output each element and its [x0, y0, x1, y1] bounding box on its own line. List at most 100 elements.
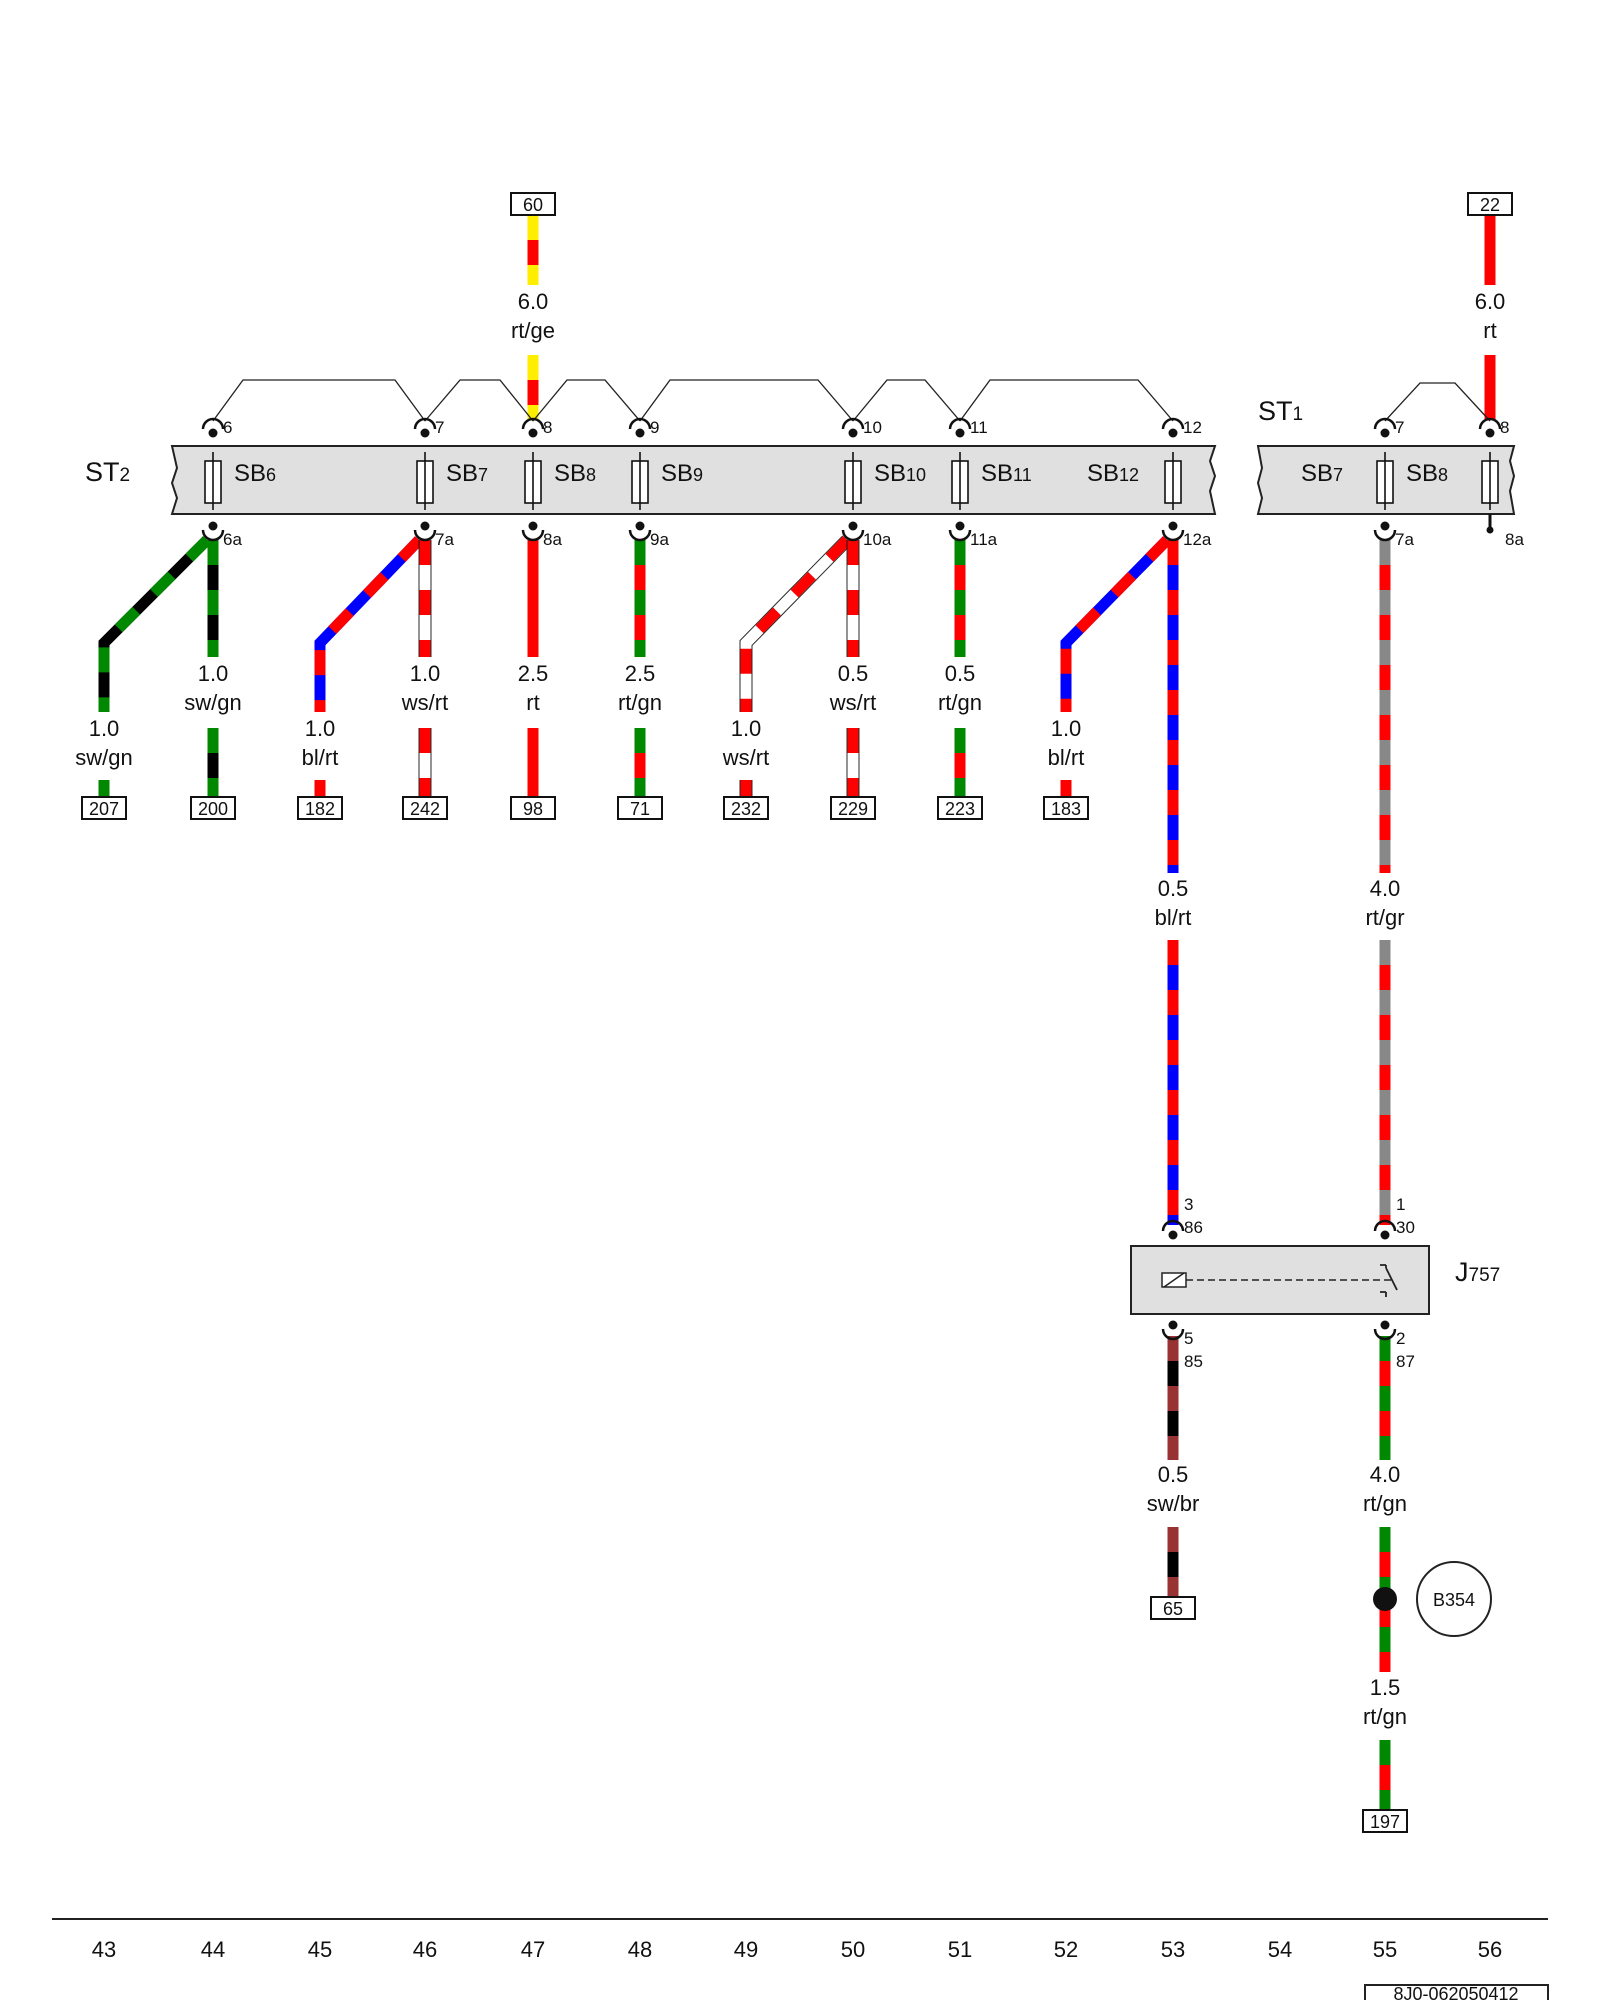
column-number-48: 48: [628, 1937, 652, 1962]
fuse-sb12-top-pin: 12: [1183, 418, 1202, 437]
ref-200-ref: 200: [198, 799, 228, 819]
fuse-sb7-top-connector-dot: [420, 428, 430, 438]
fuse-sb12-top-connector-dot: [1168, 428, 1178, 438]
wire-65-color: sw/br: [1147, 1491, 1200, 1516]
relay-pin-30-connector-dot: [1380, 1230, 1390, 1240]
fuse-sb12-bottom-pin: 12a: [1183, 530, 1212, 549]
st1-fuse-sb8-top-pin: 8: [1500, 418, 1509, 437]
relay-pin-5: 5: [1184, 1329, 1193, 1348]
fuse-sb11-top-connector-arc: [948, 417, 972, 430]
wire-229-color: ws/rt: [829, 690, 876, 715]
fuse-sb6-bottom-connector-arc: [201, 529, 225, 542]
st1-fuse-sb7-label: SB7: [1301, 460, 1343, 487]
ground-point-b354-label: B354: [1433, 1590, 1475, 1610]
fuse-sb8-bottom-connector-dot: [528, 521, 538, 531]
wire-55-size: 4.0: [1370, 876, 1401, 901]
column-number-54: 54: [1268, 1937, 1292, 1962]
fuse-sb8-label: SB8: [554, 460, 596, 487]
fuse-sb7-bottom-connector-arc: [413, 529, 437, 542]
fuse-sb6-label: SB6: [234, 460, 276, 487]
st1-fuse-sb7-top-connector-dot: [1380, 428, 1390, 438]
relay-pin-30-connector-arc: [1373, 1219, 1397, 1232]
fuse-sb7-top-pin: 7: [435, 418, 444, 437]
column-number-45: 45: [308, 1937, 332, 1962]
ref-183-ref: 183: [1051, 799, 1081, 819]
fuse-sb8-top-pin: 8: [543, 418, 552, 437]
fuse-sb9-top-pin: 9: [650, 418, 659, 437]
fuse-sb9-top-connector-arc: [628, 417, 652, 430]
fuse-sb11-top-connector-dot: [955, 428, 965, 438]
column-number-50: 50: [841, 1937, 865, 1962]
column-number-56: 56: [1478, 1937, 1502, 1962]
ref-200-box: [190, 796, 236, 820]
wire-183-color: bl/rt: [1048, 745, 1085, 770]
st1-fuse-sb8-label: SB8: [1406, 460, 1448, 487]
wire-71-size: 2.5: [625, 661, 656, 686]
wire-182-size: 1.0: [305, 716, 336, 741]
fuse-sb8-bottom-connector-arc: [521, 529, 545, 542]
relay-pin-85-connector-arc: [1161, 1328, 1185, 1341]
ref-197-ref: 197: [1370, 1812, 1400, 1832]
st2-label: ST2: [85, 457, 130, 487]
wire-242-color: ws/rt: [401, 690, 448, 715]
st1-label: ST1: [1258, 396, 1303, 426]
ref-207-box: [81, 796, 127, 820]
column-number-46: 46: [413, 1937, 437, 1962]
fuse-sb6-bottom-pin: 6a: [223, 530, 242, 549]
fuse-sb6-top-connector-arc: [201, 417, 225, 430]
fuse-sb10-bottom-pin: 10a: [863, 530, 892, 549]
doc-number: 8J0-062050412: [1393, 1984, 1518, 2000]
fuse-sb7-top-connector-arc: [413, 417, 437, 430]
wire-60-size: 6.0: [518, 289, 549, 314]
fuse-sb6-top-pin: 6: [223, 418, 232, 437]
wire-183-size: 1.0: [1051, 716, 1082, 741]
wire-87-color: rt/gn: [1363, 1491, 1407, 1516]
relay-coil-diagonal: [1163, 1272, 1185, 1288]
relay-j757-label: J757: [1455, 1257, 1500, 1287]
fuse-sb12-label: SB12: [1087, 460, 1139, 487]
wire-232-upper: [740, 536, 851, 712]
fuse-sb8-top-connector-arc: [521, 417, 545, 430]
doc-number-box: [1364, 1984, 1549, 2000]
fuse-sb7-bottom-connector-dot: [420, 521, 430, 531]
ref-71-ref: 71: [630, 799, 650, 819]
ref-183-box: [1043, 796, 1089, 820]
wire-183-upper: [1060, 536, 1171, 712]
wire-223-color: rt/gn: [938, 690, 982, 715]
ground-point-b354-ring: [1416, 1561, 1492, 1637]
wire-200-color: sw/gn: [184, 690, 241, 715]
column-number-53: 53: [1161, 1937, 1185, 1962]
st1-fuse-sb7-top-connector-arc: [1373, 417, 1397, 430]
wire-200-size: 1.0: [198, 661, 229, 686]
relay-pin-87: 87: [1396, 1352, 1415, 1371]
wire-223-size: 0.5: [945, 661, 976, 686]
relay-pin-86: 86: [1184, 1218, 1203, 1237]
fuse-sb12-top-connector-arc: [1161, 417, 1185, 430]
wire-53-color: bl/rt: [1155, 905, 1192, 930]
wire-60-color: rt/ge: [511, 318, 555, 343]
fuse-sb10-top-connector-arc: [841, 417, 865, 430]
column-number-43: 43: [92, 1937, 116, 1962]
wire-207-color: sw/gn: [75, 745, 132, 770]
st1-fuse-sb7-top-pin: 7: [1395, 418, 1404, 437]
splice-point-b354: [1373, 1587, 1397, 1611]
st1-fuse-sb7-bottom-connector-arc: [1373, 529, 1397, 542]
fuse-sb6-top-connector-dot: [208, 428, 218, 438]
wire-229-size: 0.5: [838, 661, 869, 686]
ref-182-ref: 182: [305, 799, 335, 819]
ref-98-box: [510, 796, 556, 820]
ref-223-ref: 223: [945, 799, 975, 819]
column-number-44: 44: [201, 1937, 225, 1962]
ref-71-box: [617, 796, 663, 820]
wire-183-upper-stripe: [1060, 536, 1171, 712]
st1-fuse-sb7-bottom-pin: 7a: [1395, 530, 1414, 549]
fuse-sb10-bottom-connector-arc: [841, 529, 865, 542]
wire-87-size: 4.0: [1370, 1462, 1401, 1487]
column-number-51: 51: [948, 1937, 972, 1962]
ref-60-box: [510, 192, 556, 216]
relay-j757: J757: [1130, 1245, 1500, 1315]
ref-207-ref: 207: [89, 799, 119, 819]
ref-197-box: [1362, 1809, 1408, 1833]
fuse-sb10-label: SB10: [874, 460, 926, 487]
